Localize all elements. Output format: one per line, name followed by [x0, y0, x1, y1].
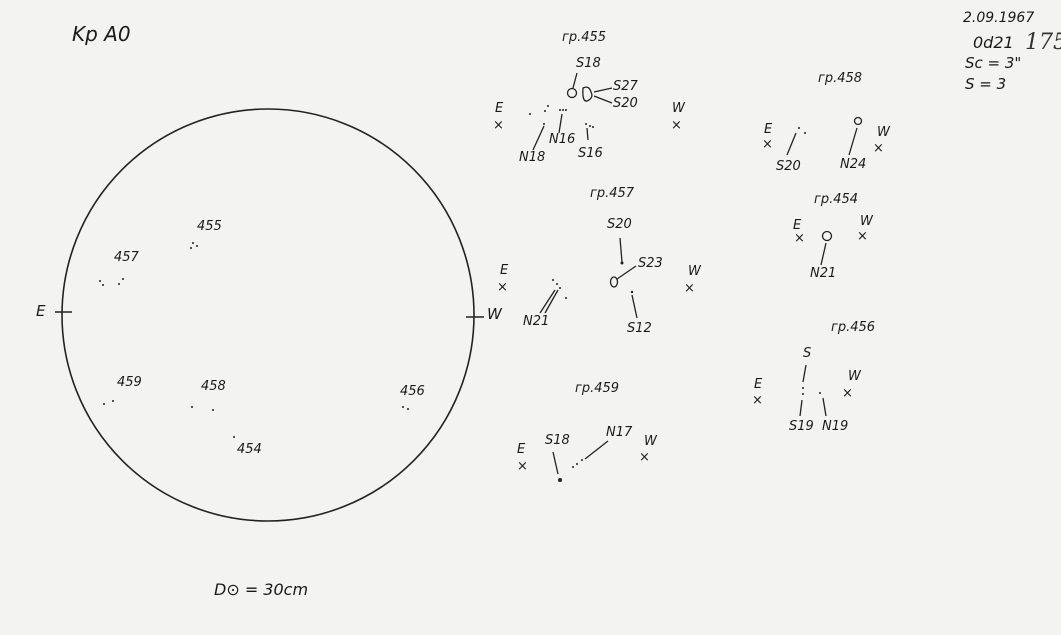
- spot-label: S: [803, 346, 812, 361]
- group-title: гр.458: [818, 71, 863, 86]
- disk-group-label: 458: [201, 379, 226, 394]
- disk-diameter-note: D⊙ = 30cm: [214, 580, 309, 599]
- disk-group-label: 457: [114, 250, 139, 265]
- sheet-title: Kp A0: [72, 22, 131, 46]
- east-marker: E: [517, 442, 526, 457]
- spot-label: S20: [776, 159, 801, 174]
- spot-label: N19: [822, 419, 849, 434]
- west-marker: W: [860, 214, 873, 229]
- spot-label: S18: [545, 433, 570, 448]
- group-title: гр.456: [831, 320, 876, 335]
- group-title: гр.455: [562, 30, 607, 45]
- solar-disk: [61, 108, 475, 522]
- spot-label: N24: [840, 157, 867, 172]
- group-title: гр.457: [590, 186, 635, 201]
- west-marker: W: [672, 101, 685, 116]
- observation-date: 2.09.1967: [963, 10, 1035, 26]
- spot-label: S20: [613, 96, 638, 111]
- disk-west-label: W: [487, 305, 502, 323]
- west-marker: W: [688, 264, 701, 279]
- disk-group-label: 454: [237, 442, 262, 457]
- disk-group-label: 459: [117, 375, 142, 390]
- group-title: гр.454: [814, 192, 859, 207]
- page-number: 175: [1025, 30, 1061, 55]
- spot-label: S19: [789, 419, 814, 434]
- group-title: гр.459: [575, 381, 620, 396]
- disk-group-label: 456: [400, 384, 425, 399]
- west-marker: W: [877, 125, 890, 140]
- disk-group-label: 455: [197, 219, 222, 234]
- disk-east-label: E: [36, 302, 46, 320]
- west-marker: W: [848, 369, 861, 384]
- spot-label: S16: [578, 146, 603, 161]
- spot-label: S18: [576, 56, 601, 71]
- small-spots: [529, 105, 821, 482]
- spot-label: S20: [607, 217, 632, 232]
- spot-label: N18: [519, 150, 546, 165]
- spot-label: N17: [606, 425, 633, 440]
- group-details: [532, 72, 863, 475]
- spot-label: S12: [627, 321, 652, 336]
- spot-label: N21: [523, 314, 550, 329]
- disk-spots: [99, 242, 409, 438]
- east-marker: E: [495, 101, 504, 116]
- observation-time: 0d21: [973, 33, 1014, 52]
- east-marker: E: [500, 263, 509, 278]
- spot-label: N16: [549, 132, 576, 147]
- spot-label: S23: [638, 256, 663, 271]
- spot-label: N21: [810, 266, 837, 281]
- seeing-note: S = 3: [965, 75, 1007, 93]
- east-marker: E: [764, 122, 773, 137]
- spot-label: S27: [613, 79, 638, 94]
- west-marker: W: [644, 434, 657, 449]
- east-marker: E: [754, 377, 763, 392]
- east-marker: E: [793, 218, 802, 233]
- scale-note: Sc = 3": [965, 54, 1022, 72]
